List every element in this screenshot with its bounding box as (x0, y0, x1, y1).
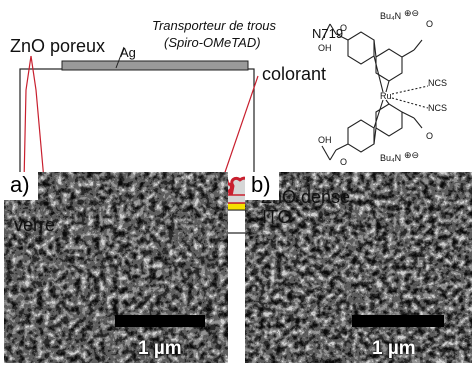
atom-oh-top: OH (318, 43, 332, 53)
scale-bar-a (115, 315, 205, 327)
scale-bar-label-a: 1 µm (138, 338, 182, 359)
leader-lines (23, 55, 259, 183)
label-verre: verre (14, 215, 56, 235)
atom-charge-top: ⊕⊖ (404, 8, 420, 18)
atom-ru: Ru (380, 91, 392, 101)
atom-cation-top: Bu₄N (380, 11, 402, 21)
atom-o-right: O (426, 131, 434, 141)
scale-bar-b (352, 315, 444, 327)
atom-ncs-2: NCS (428, 103, 448, 113)
atom-o-bottom: O (340, 157, 348, 167)
atom-charge-bottom: ⊕⊖ (404, 150, 420, 160)
label-zno-dense: ZnO dense (261, 187, 351, 207)
atom-o-top: O (426, 19, 434, 29)
label-transporteur-line2: (Spiro-OMeTAD) (164, 35, 261, 50)
atom-o-left: O (340, 23, 348, 33)
label-ito: ITO (262, 207, 292, 227)
atom-cation-bottom: Bu₄N (380, 153, 402, 163)
scale-bar-label-b: 1 µm (372, 338, 416, 359)
label-ag: Ag (120, 45, 136, 60)
atom-ncs-1: NCS (428, 78, 448, 88)
label-transporteur-line1: Transporteur de trous (152, 18, 277, 33)
n719-molecule (321, 23, 429, 161)
panel-label-a: a) (4, 172, 38, 200)
label-zno-poreux: ZnO poreux (10, 36, 106, 56)
ag-electrode (61, 60, 249, 71)
panel-label-b: b) (245, 172, 279, 200)
sem-panel-a (4, 172, 228, 363)
sem-panel-b (245, 172, 472, 363)
label-colorant: colorant (262, 64, 327, 84)
atom-oh-bottom: OH (318, 135, 332, 145)
molecule-name: N719 (312, 26, 344, 41)
